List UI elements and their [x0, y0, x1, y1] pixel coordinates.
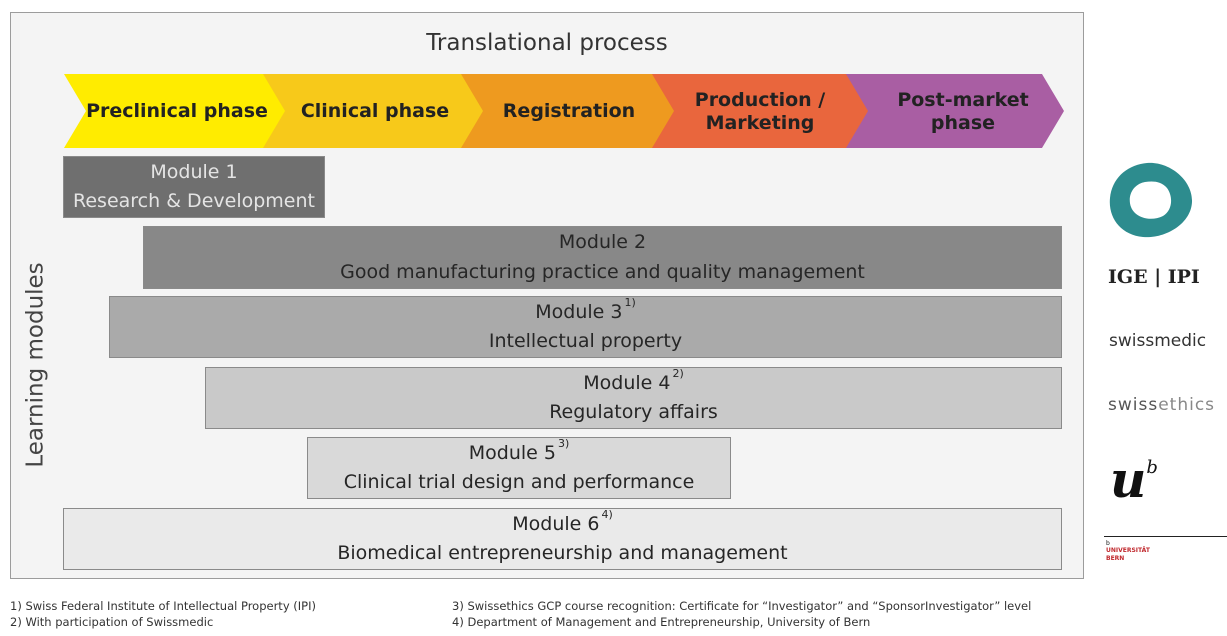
footnote-2: 2) With participation of Swissmedic: [10, 615, 214, 630]
swissmedic-logo: swissmedic: [1109, 331, 1207, 351]
phase-arrow-clinical: [263, 74, 486, 148]
module-1-subtitle: Research & Development: [73, 190, 315, 212]
unibe-small-b: b: [1106, 540, 1110, 547]
unibe-divider: [1104, 536, 1227, 537]
module-4-note: 2): [672, 366, 684, 380]
phase-arrow-production: [652, 74, 870, 148]
footnotes-left: 1) Swiss Federal Institute of Intellectu…: [10, 598, 316, 630]
swissethics-logo-part1: swiss: [1108, 395, 1159, 415]
phase-label-clinical: Clinical phase: [300, 100, 450, 123]
process-title: Translational process: [426, 30, 668, 56]
phase-label-registration: Registration: [502, 100, 636, 123]
module-2-title: Module 2: [558, 231, 647, 254]
module-5-subtitle: Clinical trial design and performance: [343, 471, 695, 493]
phase-arrow-preclinical: [64, 74, 287, 148]
unibe-logo-letter: u: [1110, 450, 1147, 509]
swissethics-logo: swissethics: [1108, 395, 1215, 415]
module-1-title: Module 1: [150, 160, 238, 183]
learning-modules-text: Learning modules: [23, 262, 49, 468]
ige-ring-logo-icon: [1109, 162, 1193, 238]
phase-label-production: Production / Marketing: [694, 88, 826, 134]
module-6-note: 4): [601, 507, 613, 521]
footnote-3: 3) Swissethics GCP course recognition: C…: [452, 599, 1032, 613]
unibe-name-line1: UNIVERSITÄT: [1106, 547, 1150, 554]
footnotes-right: 3) Swissethics GCP course recognition: C…: [452, 598, 1031, 630]
phase-label-post-market: Post-market phase: [897, 88, 1029, 134]
module-2-subtitle: Good manufacturing practice and quality …: [340, 260, 865, 283]
module-2-box: Module 2 Good manufacturing practice and…: [143, 226, 1062, 289]
footnote-1: 1) Swiss Federal Institute of Intellectu…: [10, 599, 316, 613]
phase-label-preclinical: Preclinical phase: [86, 100, 268, 123]
phase-arrow-post-market: [846, 74, 1064, 148]
module-3-note: 1): [624, 295, 636, 309]
module-3-subtitle: Intellectual property: [488, 330, 683, 352]
phase-arrow-registration: [461, 74, 676, 148]
swissethics-logo-part2: ethics: [1158, 395, 1216, 415]
module-5-note: 3): [557, 436, 570, 450]
module-1-box: Module 1 Research & Development: [63, 156, 325, 218]
unibe-name-line2: BERN: [1106, 554, 1125, 562]
unibe-logo: ub: [1110, 455, 1158, 505]
unibe-logo-sup: b: [1146, 457, 1158, 478]
module-6-subtitle: Biomedical entrepreneurship and manageme…: [337, 542, 788, 564]
learning-modules-label: Learning modules: [6, 262, 66, 468]
module-4-subtitle: Regulatory affairs: [549, 401, 718, 423]
footnote-4: 4) Department of Management and Entrepre…: [452, 615, 871, 630]
ige-ipi-logo: IGE | IPI: [1108, 266, 1200, 288]
unibe-name: UNIVERSITÄT BERN: [1106, 547, 1150, 562]
